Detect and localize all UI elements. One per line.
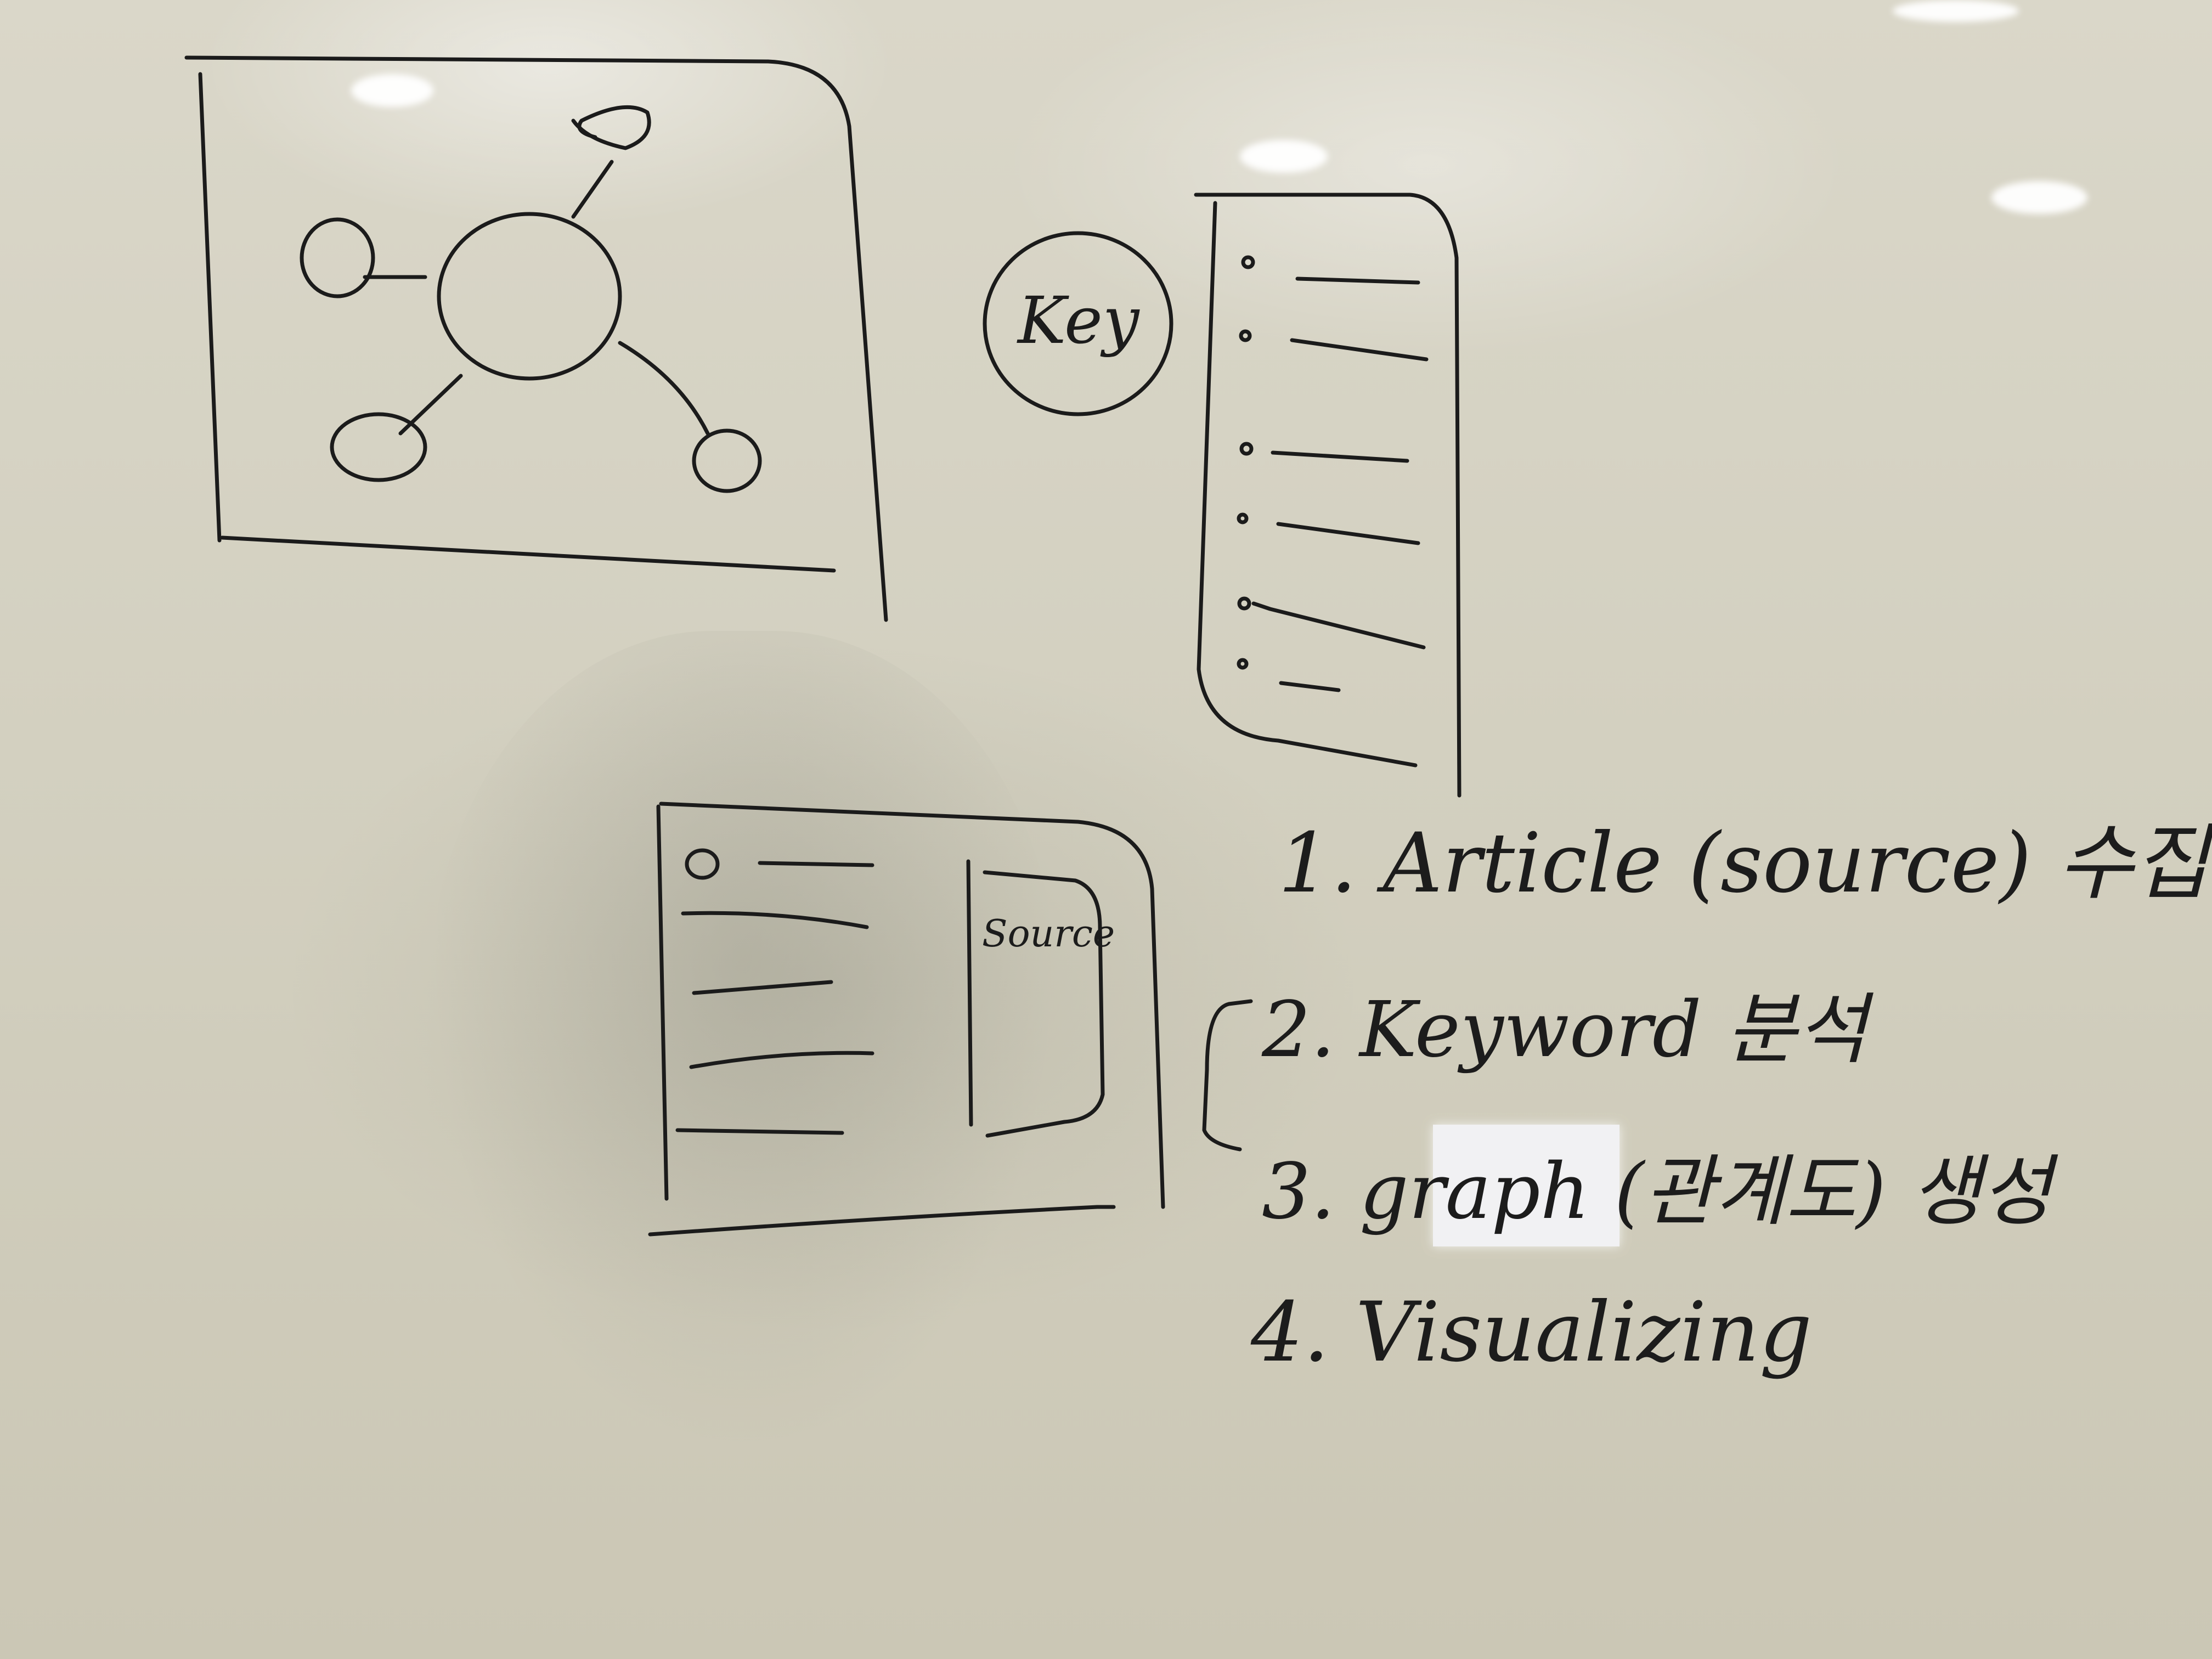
graph-view-sketch	[184, 55, 888, 622]
source-panel: Source	[966, 859, 1115, 1138]
keyword-list-item	[1237, 512, 1420, 545]
graph-node	[692, 428, 762, 493]
bullet-icon	[1237, 596, 1251, 611]
article-line	[758, 861, 874, 867]
article-list	[675, 848, 874, 1135]
keyword-list-item	[1237, 658, 1341, 692]
bullet-icon	[1241, 255, 1255, 269]
bullet-icon	[1239, 442, 1254, 456]
light-glare	[1240, 140, 1328, 173]
step-4: 4. Visualizing	[1250, 1285, 1812, 1380]
graph-edge	[618, 341, 710, 436]
step-3: 3. graph (관계도) 생성	[1262, 1147, 2058, 1237]
person-reflection	[428, 631, 1059, 1454]
key-circle	[983, 231, 1173, 416]
graph-center-node	[437, 212, 622, 381]
article-line	[689, 1051, 874, 1069]
graph-node	[300, 217, 375, 298]
light-glare	[351, 74, 433, 107]
article-line	[675, 1128, 844, 1135]
graph-edge	[571, 160, 614, 219]
key-label: Key	[1017, 283, 1140, 358]
process-steps: 1. Article (source) 수집 2. Keyword 분석 3. …	[1250, 816, 2212, 1380]
article-line	[692, 980, 833, 995]
graph-edge	[398, 374, 463, 436]
graph-frame	[184, 55, 888, 622]
step-1: 1. Article (source) 수집	[1278, 816, 2212, 911]
keyword-list-item	[1237, 596, 1426, 650]
article-view-sketch: Source	[648, 802, 1165, 1237]
sticky-note	[1433, 1125, 1620, 1246]
article-frame	[648, 802, 1165, 1237]
keyword-list-frame	[1194, 193, 1462, 798]
graph-node	[330, 412, 427, 482]
step-2: 2. Keyword 분석	[1261, 985, 1874, 1075]
step-bracket	[1202, 999, 1253, 1152]
key-sketch: Key	[983, 231, 1173, 416]
keyword-list-item	[1239, 442, 1409, 463]
bullet-icon	[1237, 658, 1249, 670]
bullet-icon	[685, 848, 720, 880]
keyword-list-sketch	[1194, 193, 1462, 798]
keyword-list-item	[1241, 255, 1420, 285]
source-panel-frame	[966, 859, 1105, 1138]
bullet-icon	[1239, 329, 1252, 342]
article-line	[681, 911, 869, 929]
keyword-list-item	[1239, 329, 1429, 362]
light-glare	[1991, 181, 2087, 214]
bullet-icon	[1237, 512, 1249, 524]
graph-node	[571, 105, 651, 150]
light-glare	[1893, 0, 2019, 22]
source-label: Source	[982, 912, 1115, 956]
